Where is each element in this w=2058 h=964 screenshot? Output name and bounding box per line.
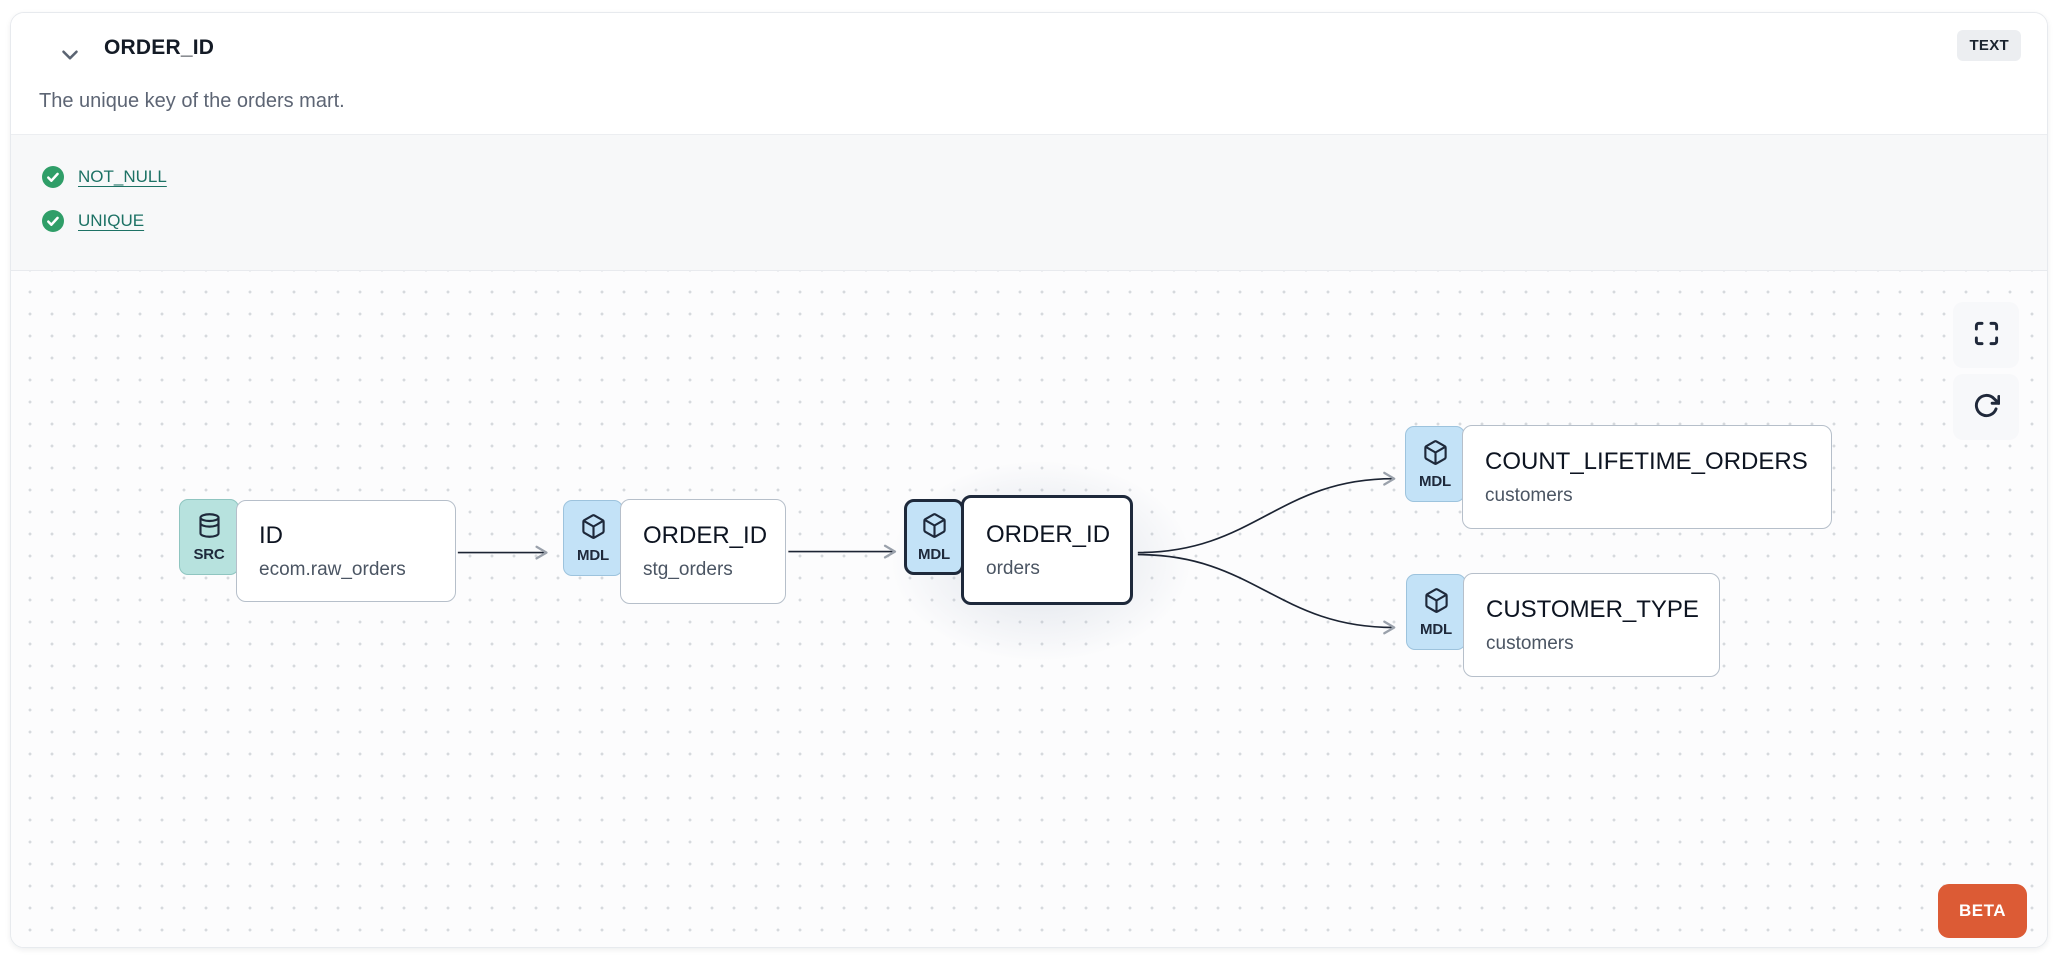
cube-icon xyxy=(1422,439,1449,471)
cube-icon xyxy=(921,512,948,544)
cube-icon xyxy=(1423,587,1450,619)
node-title: ID xyxy=(259,521,283,549)
lineage-node-source-id[interactable]: SRC ID ecom.raw_orders xyxy=(179,498,456,602)
node-type-badge: MDL xyxy=(1405,426,1465,502)
node-title: CUSTOMER_TYPE xyxy=(1486,595,1699,623)
test-row: NOT_NULL xyxy=(41,165,2047,189)
node-type-label: MDL xyxy=(1420,620,1452,638)
node-body: ORDER_ID orders xyxy=(961,495,1133,605)
database-icon xyxy=(196,512,223,544)
lineage-node-orders-selected[interactable]: MDL ORDER_ID orders xyxy=(904,495,1133,605)
column-description: The unique key of the orders mart. xyxy=(39,90,345,112)
lineage-node-count-lifetime-orders[interactable]: MDL COUNT_LIFETIME_ORDERS customers xyxy=(1405,425,1832,529)
node-title: COUNT_LIFETIME_ORDERS xyxy=(1485,447,1808,475)
node-body: CUSTOMER_TYPE customers xyxy=(1463,573,1720,677)
node-type-label: MDL xyxy=(1419,472,1451,490)
node-body: COUNT_LIFETIME_ORDERS customers xyxy=(1462,425,1832,529)
node-subtitle: stg_orders xyxy=(643,559,733,580)
test-link-not-null[interactable]: NOT_NULL xyxy=(78,167,167,186)
lineage-canvas[interactable]: SRC ID ecom.raw_orders MDL ORDER_ID stg_… xyxy=(11,270,2047,947)
node-type-label: SRC xyxy=(193,545,225,563)
node-type-label: MDL xyxy=(918,545,950,563)
node-subtitle: customers xyxy=(1485,484,1573,506)
chevron-down-icon xyxy=(57,42,83,71)
refresh-icon xyxy=(1973,392,2000,422)
lineage-node-stg-orders[interactable]: MDL ORDER_ID stg_orders xyxy=(563,499,786,604)
maximize-icon xyxy=(1973,320,2000,350)
node-body: ORDER_ID stg_orders xyxy=(620,499,786,604)
column-header: ORDER_ID TEXT The unique key of the orde… xyxy=(11,13,2047,134)
node-type-badge: MDL xyxy=(1406,574,1466,650)
beta-badge-button[interactable]: BETA xyxy=(1937,884,2027,938)
node-type-badge: MDL xyxy=(904,499,964,575)
cube-icon xyxy=(580,513,607,545)
node-body: ID ecom.raw_orders xyxy=(236,500,456,602)
canvas-controls xyxy=(1953,302,2019,440)
node-title: ORDER_ID xyxy=(643,522,768,549)
column-type-badge: TEXT xyxy=(1957,30,2021,61)
check-circle-icon xyxy=(41,165,65,189)
collapse-toggle-button[interactable] xyxy=(53,39,87,73)
refresh-button[interactable] xyxy=(1953,374,2019,440)
check-circle-icon xyxy=(41,209,65,233)
test-row: UNIQUE xyxy=(41,209,2047,233)
column-details-card: ORDER_ID TEXT The unique key of the orde… xyxy=(10,12,2048,948)
column-title: ORDER_ID xyxy=(104,36,215,59)
node-subtitle: orders xyxy=(986,557,1040,579)
node-type-badge: MDL xyxy=(563,500,623,576)
lineage-node-customer-type[interactable]: MDL CUSTOMER_TYPE customers xyxy=(1406,573,1720,677)
tests-section: NOT_NULL UNIQUE xyxy=(11,134,2047,270)
node-type-badge: SRC xyxy=(179,499,239,575)
test-link-unique[interactable]: UNIQUE xyxy=(78,211,145,230)
node-type-label: MDL xyxy=(577,546,609,564)
node-subtitle: ecom.raw_orders xyxy=(259,558,406,580)
lineage-edges xyxy=(457,471,1396,635)
node-subtitle: customers xyxy=(1486,632,1574,654)
node-title: ORDER_ID xyxy=(986,520,1111,548)
fullscreen-button[interactable] xyxy=(1953,302,2019,368)
